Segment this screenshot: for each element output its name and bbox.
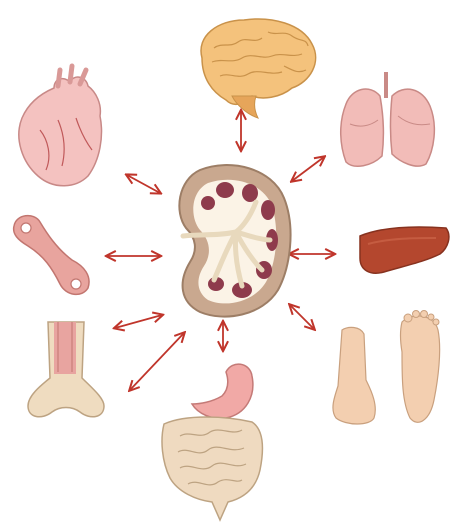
arrow-lungs (292, 157, 324, 181)
blood-vessel-icon (14, 216, 89, 295)
kidney-icon (179, 165, 290, 317)
liver-icon (360, 227, 449, 273)
arrow-bone (115, 315, 162, 328)
arrow-bone-lower (130, 333, 184, 390)
arrow-heart (127, 175, 160, 193)
arrow-feet (290, 305, 314, 329)
bone-icon (28, 322, 104, 417)
intestines-icon (162, 364, 262, 520)
lungs-icon (341, 72, 435, 166)
feet-icon (333, 311, 440, 425)
brain-icon (201, 19, 316, 118)
heart-icon (19, 66, 102, 186)
